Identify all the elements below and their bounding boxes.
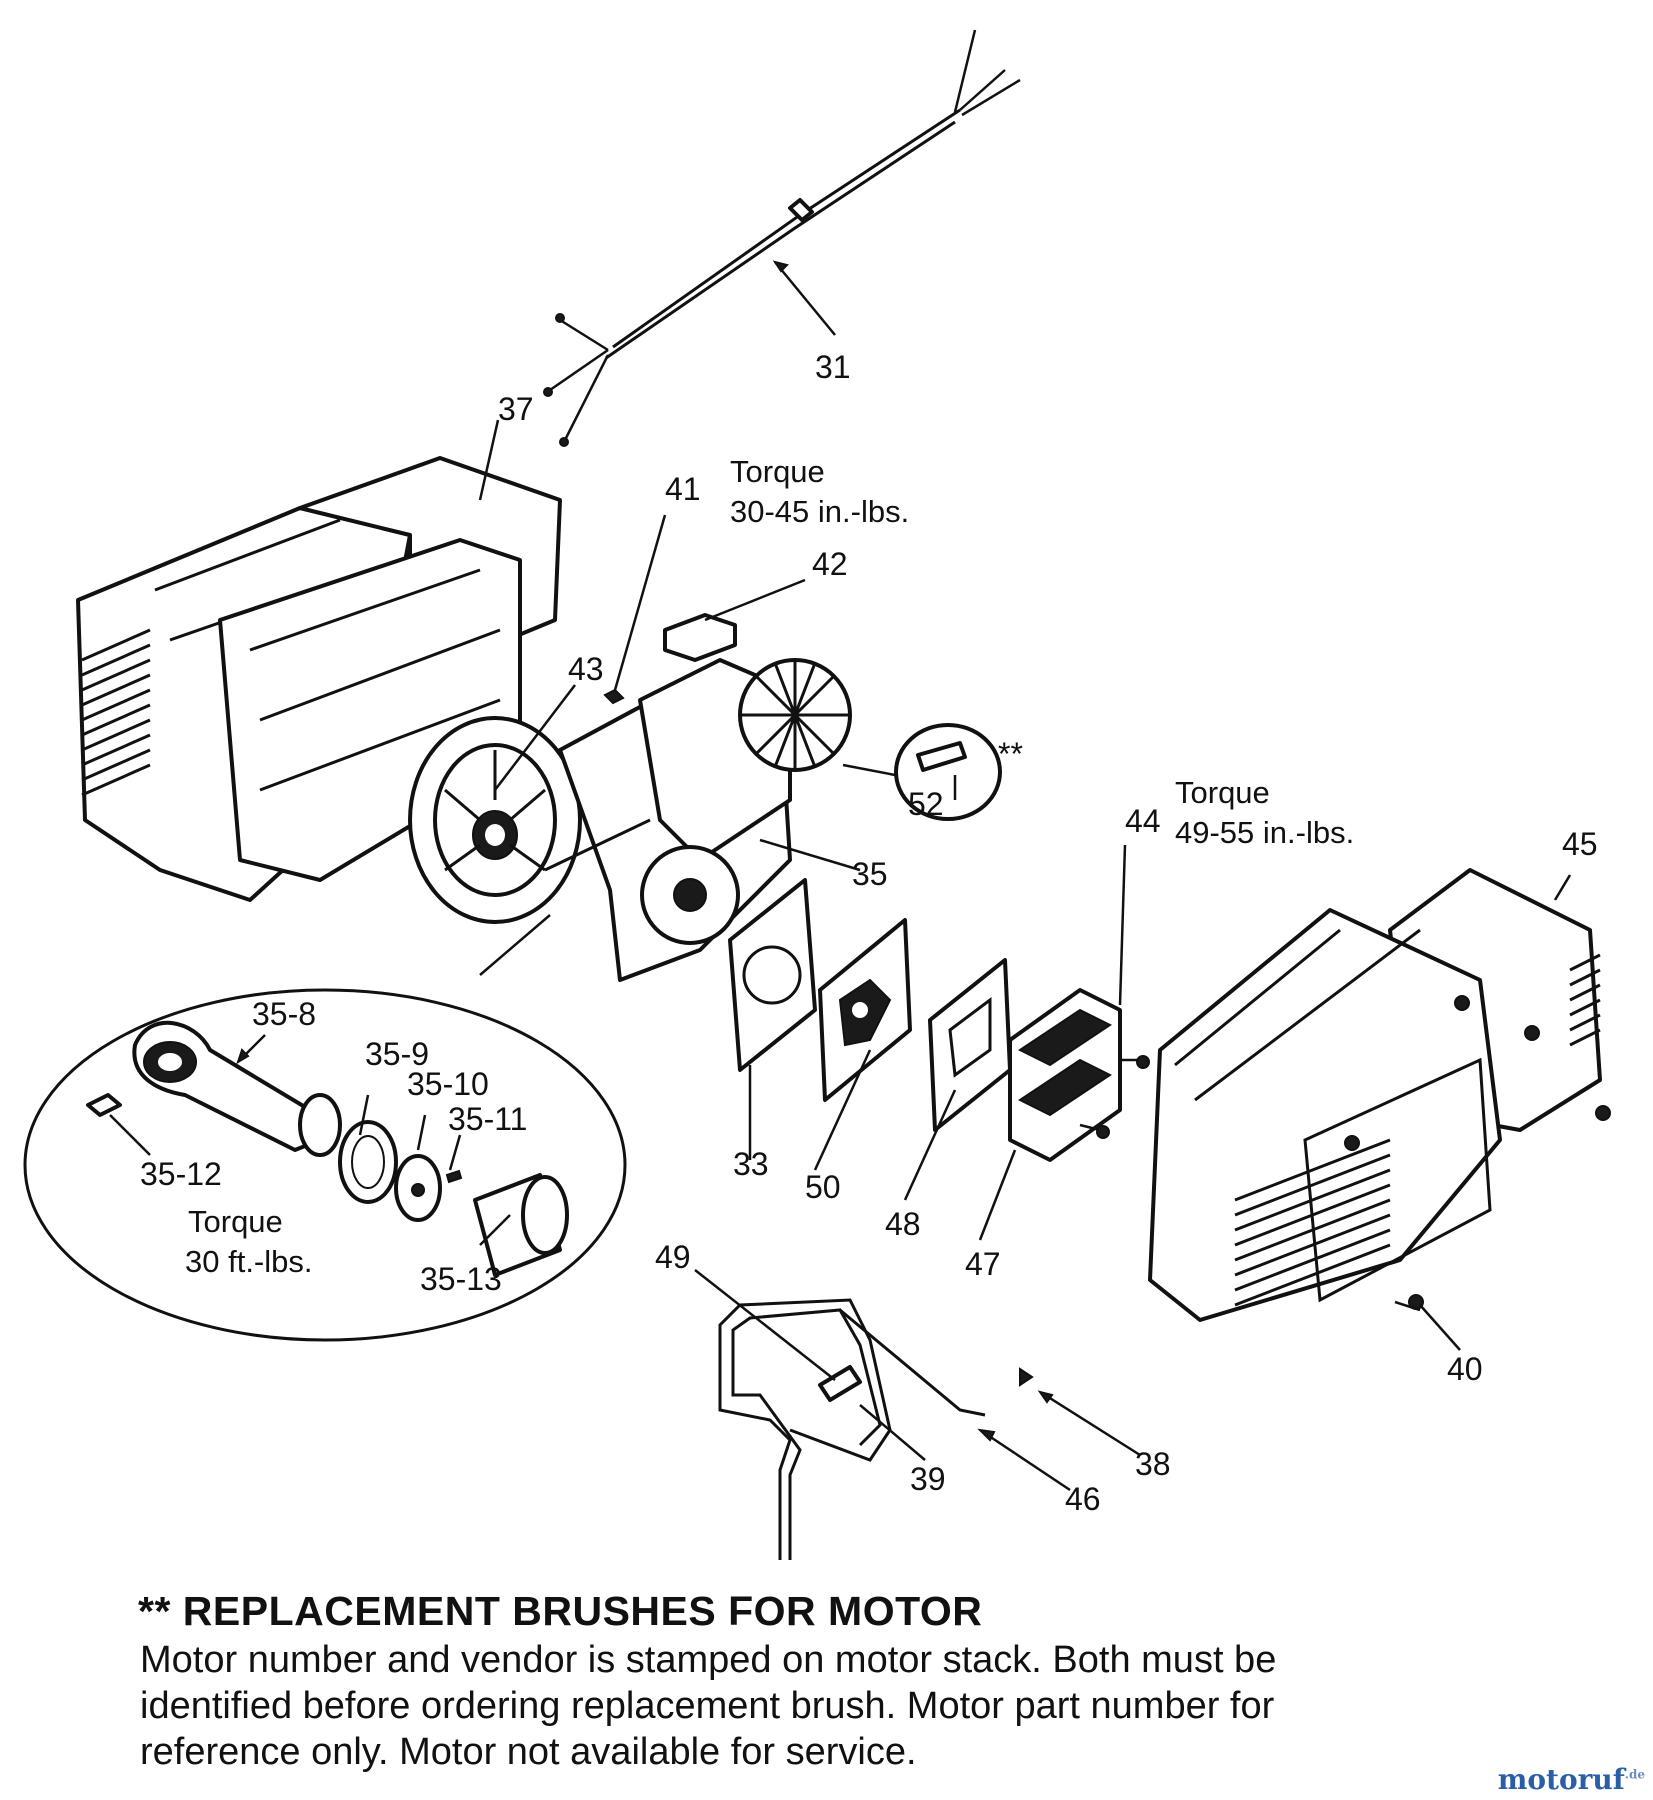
shroud-vents-right [1234,953,1601,1307]
callout-40: 40 [1447,1351,1483,1387]
callout-35-10: 35-10 [407,1066,489,1102]
callout-45: 45 [1562,826,1598,862]
callout-44: 44 [1125,803,1161,839]
cylinder-head-47 [1008,988,1150,1162]
watermark-suffix: .de [1624,1767,1645,1782]
right-shroud [1148,868,1611,1322]
connecting-rod-inset [23,914,627,1342]
shroud-vents-left [81,628,151,797]
callout-49: 49 [655,1239,691,1275]
callout-50: 50 [805,1169,841,1205]
watermark-text: motoruf [1497,1763,1625,1796]
power-cord [543,29,1021,447]
torque-right-value: 49-55 in.-lbs. [1175,815,1354,850]
torque-right-title: Torque [1175,775,1270,810]
gasket-48 [928,958,1012,1132]
torque-notes: Torque 30-45 in.-lbs. Torque 49-55 in.-l… [185,454,1354,1279]
callout-46: 46 [1065,1481,1101,1517]
callout-38: 38 [1135,1446,1171,1482]
motor-pump-assembly [408,658,852,982]
callout-48: 48 [885,1206,921,1242]
leader-lines [109,260,1572,1492]
callout-35-12: 35-12 [140,1156,222,1192]
callout-31: 31 [815,349,851,385]
callout-labels: 31 37 41 42 43 52 ** 35 44 45 33 50 48 4… [140,349,1598,1517]
note-body: Motor number and vendor is stamped on mo… [140,1639,1277,1773]
torque-upper-value: 30-45 in.-lbs. [730,494,909,529]
outlet-tube-49 [718,1298,986,1560]
gasket-33 [728,878,817,1072]
replacement-brushes-note: ** REPLACEMENT BRUSHES FOR MOTOR Motor n… [138,1588,1438,1775]
torque-inset-value: 30 ft.-lbs. [185,1244,313,1279]
callout-35-13: 35-13 [420,1261,502,1297]
callout-52: 52 [908,786,944,822]
callout-33: 33 [733,1146,769,1182]
note-heading: ** REPLACEMENT BRUSHES FOR MOTOR [138,1588,983,1634]
callout-35-11: 35-11 [448,1101,527,1137]
callout-52-note: ** [998,736,1023,772]
screw-40 [1394,1300,1421,1312]
callout-35-9: 35-9 [365,1036,429,1072]
callout-39: 39 [910,1461,946,1497]
callout-42: 42 [812,546,848,582]
valve-plate-50 [818,918,912,1102]
bar-42 [663,613,737,662]
plug-38 [1019,1367,1034,1387]
callout-41: 41 [665,471,701,507]
watermark-logo: motoruf.de [1498,1763,1645,1796]
brush-inset [842,723,1002,821]
callout-35-8: 35-8 [252,996,316,1032]
nut-41 [603,688,625,705]
callout-35: 35 [852,856,888,892]
callout-47: 47 [965,1246,1001,1282]
cooling-fan [738,658,852,772]
torque-inset-title: Torque [188,1204,283,1239]
callout-37: 37 [498,391,534,427]
callout-43: 43 [568,651,604,687]
torque-upper-title: Torque [730,454,825,489]
